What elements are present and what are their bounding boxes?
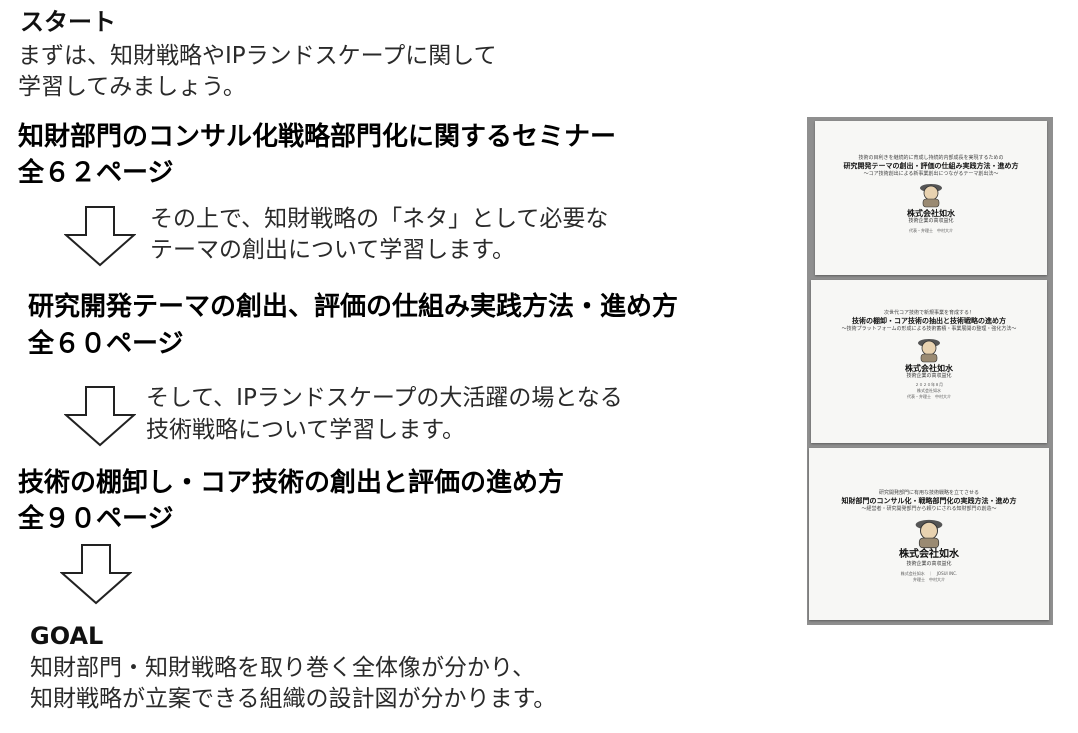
- doc2-tagline: 〜技術プラットフォームの形成による技術蓄積・事業展開の整理・強化方法〜: [841, 326, 1017, 332]
- mascot-avatar-icon: [918, 339, 940, 363]
- seminar-title-2: 研究開発テーマの創出、評価の仕組み実践方法・進め方: [28, 292, 679, 322]
- doc3-footer2: 弁理士 中村大介: [913, 577, 945, 582]
- doc3-subtitle: 研究開発部門に有用な技術戦略を立てさせる: [878, 490, 979, 496]
- seminar-pages-3: 全９０ページ: [18, 504, 174, 534]
- doc3-company: 株式会社如水: [899, 549, 959, 560]
- document-cover-3: 研究開発部門に有用な技術戦略を立てさせる 知財部門のコンサル化・戦略部門化の実践…: [809, 448, 1049, 620]
- start-text-line2: 学習してみましょう。: [18, 74, 246, 100]
- transition-note-1-line2: テーマの創出について学習します。: [150, 237, 516, 263]
- doc3-title: 知財部門のコンサル化・戦略部門化の実践方法・進め方: [841, 497, 1017, 505]
- document-cover-1: 技術の目利きを継続的に育成し持続的内部成長を実現するための 研究開発テーマの創出…: [815, 121, 1047, 275]
- goal-heading: GOAL: [30, 622, 104, 650]
- seminar-documents-photo: 技術の目利きを継続的に育成し持続的内部成長を実現するための 研究開発テーマの創出…: [807, 117, 1053, 625]
- seminar-pages-1: 全６２ページ: [18, 158, 174, 188]
- doc2-footer1: 株式会社如水: [917, 388, 941, 393]
- doc2-footer2: 代表・弁理士 中村大介: [907, 394, 951, 399]
- doc2-date: ２０２０年８月: [915, 382, 943, 387]
- transition-note-2-line2: 技術戦略について学習します。: [146, 417, 466, 443]
- doc3-motto: 技術企業の高収益化: [906, 561, 952, 567]
- doc1-subtitle: 技術の目利きを継続的に育成し持続的内部成長を実現するための: [858, 155, 1004, 161]
- seminar-title-3: 技術の棚卸し・コア技術の創出と評価の進め方: [18, 468, 565, 498]
- doc2-company: 株式会社如水: [905, 363, 953, 373]
- seminar-pages-2: 全６０ページ: [28, 329, 184, 359]
- doc3-tagline: 〜経営者・研究開発部門から頼りにされる知財部門の創造〜: [861, 506, 997, 512]
- doc1-title: 研究開発テーマの創出・評価の仕組み実践方法・進め方: [843, 162, 1019, 170]
- doc3-footer1: 株式会社如水 ｜ JOSUI INC.: [900, 571, 958, 576]
- doc2-title: 技術の棚卸・コア技術の抽出と技術戦略の進め方: [852, 317, 1006, 325]
- mascot-avatar-icon: [915, 519, 943, 549]
- start-text-line1: まずは、知財戦略やIPランドスケープに関して: [18, 43, 497, 69]
- goal-text-line2: 知財戦略が立案できる組織の設計図が分かります。: [30, 686, 557, 712]
- goal-text-line1: 知財部門・知財戦略を取り巻く全体像が分かり、: [30, 655, 536, 681]
- doc2-subtitle: 次世代コア技術で新規事業を育成する！: [883, 310, 974, 316]
- document-cover-2: 次世代コア技術で新規事業を育成する！ 技術の棚卸・コア技術の抽出と技術戦略の進め…: [811, 280, 1047, 443]
- doc1-motto: 技術企業の高収益化: [908, 218, 954, 224]
- mascot-avatar-icon: [920, 184, 942, 208]
- start-heading: スタート: [20, 8, 116, 36]
- doc1-company: 株式会社如水: [907, 208, 955, 218]
- doc1-tagline: 〜コア技術創出による新事業創出につながるテーマ創出法〜: [863, 171, 999, 177]
- transition-note-1-line1: その上で、知財戦略の「ネタ」として必要な: [150, 206, 609, 232]
- doc2-motto: 技術企業の高収益化: [906, 373, 952, 379]
- seminar-title-1: 知財部門のコンサル化戦略部門化に関するセミナー: [18, 122, 617, 152]
- down-arrow-icon: [64, 205, 136, 267]
- transition-note-2-line1: そして、IPランドスケープの大活躍の場となる: [146, 385, 623, 411]
- down-arrow-icon: [60, 543, 132, 605]
- down-arrow-icon: [64, 385, 136, 447]
- doc1-footer: 代表・弁理士 中村大介: [909, 228, 953, 233]
